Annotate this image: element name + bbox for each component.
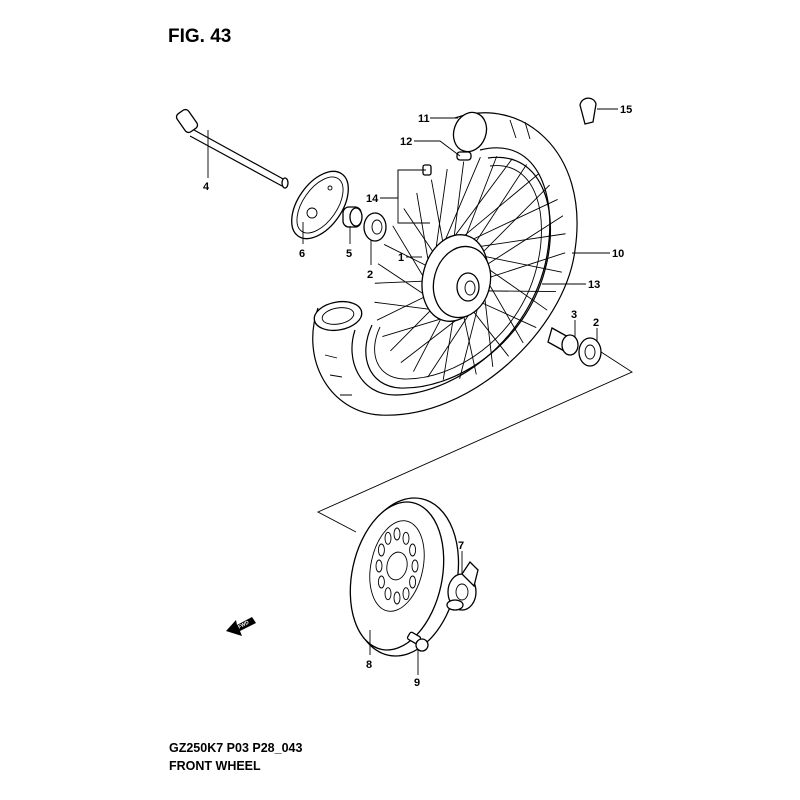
spoke	[471, 308, 509, 357]
spoke	[458, 199, 558, 247]
disc-hole	[393, 591, 401, 605]
bearing-part-2-left	[363, 212, 387, 242]
callout-8: 8	[366, 659, 372, 671]
callout-7: 7	[458, 540, 464, 552]
spoke	[430, 179, 445, 252]
callout-6: 6	[299, 248, 305, 260]
rim-part-13	[365, 156, 551, 389]
assembly-plane-line	[316, 349, 633, 533]
spoke	[427, 306, 475, 378]
valve-cap-part-15	[579, 97, 597, 125]
callout-13: 13	[588, 279, 600, 291]
svg-text:FWD: FWD	[237, 620, 250, 631]
spacer-part-5	[342, 206, 363, 228]
spoke	[459, 297, 481, 379]
bearing-part-2-right	[578, 337, 602, 367]
spoke	[478, 300, 537, 328]
leader-lines	[207, 108, 618, 675]
figure-name: FRONT WHEEL	[169, 759, 261, 773]
disc-hole	[375, 559, 383, 573]
callout-1: 1	[398, 252, 404, 264]
brake-disc-part-8	[349, 497, 460, 657]
spoke	[480, 263, 548, 311]
disc-hole	[384, 587, 392, 601]
collar-part-3	[547, 327, 579, 356]
figure-code: GZ250K7 P03 P28_043	[169, 741, 303, 755]
spoke	[482, 290, 556, 293]
disc-hole	[377, 543, 385, 557]
callout-3: 3	[571, 309, 577, 321]
callout-4: 4	[203, 181, 210, 193]
forward-direction-arrow-icon: FWD	[226, 617, 256, 636]
spoke	[467, 233, 566, 249]
disc-hole	[393, 527, 401, 541]
disc-hole	[384, 531, 392, 545]
axle-part-4	[175, 108, 289, 189]
hub-cover-part-6	[291, 170, 349, 240]
spoke	[461, 156, 498, 247]
spoke	[477, 184, 550, 258]
disc-hole	[409, 575, 417, 589]
callout-12: 12	[400, 136, 412, 148]
disc-bolt-part-9	[406, 631, 429, 652]
disc-hole	[409, 543, 417, 557]
callout-10: 10	[612, 248, 624, 260]
callout-9: 9	[414, 677, 420, 689]
spoke	[452, 161, 465, 247]
spoke	[481, 215, 564, 268]
callout-2-left: 2	[367, 269, 373, 281]
disc-hole	[377, 575, 385, 589]
spoke	[442, 313, 455, 380]
callout-14: 14	[366, 193, 379, 205]
callout-2-right: 2	[593, 317, 599, 329]
spoke	[403, 208, 439, 260]
speedometer-gearbox-part-7	[446, 560, 479, 611]
figure-title: FIG. 43	[168, 26, 232, 47]
disc-hole	[402, 587, 410, 601]
callout-11: 11	[418, 113, 430, 125]
disc-hole	[402, 531, 410, 545]
spoke	[483, 252, 566, 280]
disc-hole	[411, 559, 419, 573]
tire-part-10	[312, 111, 578, 416]
callout-5: 5	[346, 248, 352, 260]
hub-part-1	[421, 234, 492, 322]
callout-15: 15	[620, 104, 632, 116]
spoke	[475, 254, 563, 273]
spoke	[462, 313, 477, 375]
